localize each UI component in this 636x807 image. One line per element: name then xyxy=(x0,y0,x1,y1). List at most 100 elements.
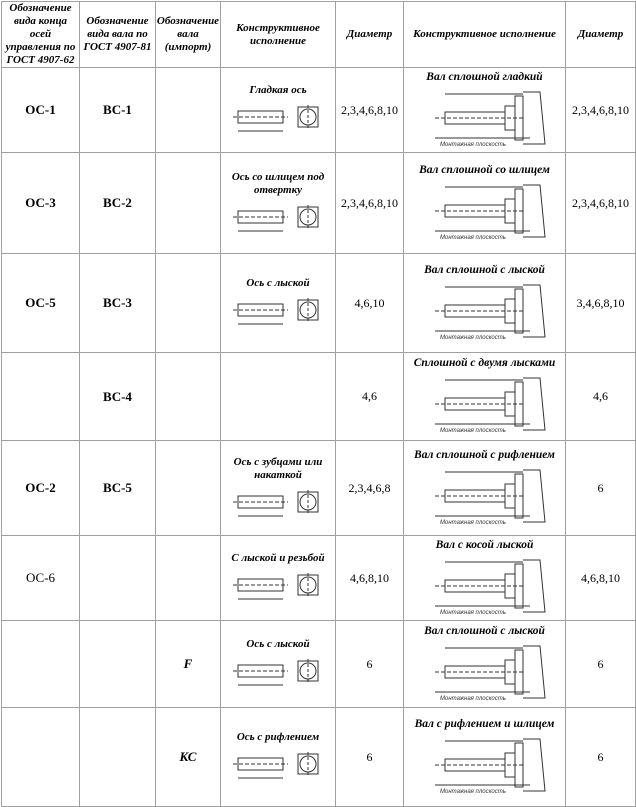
axis-design-cell: Ось с лыской xyxy=(220,620,336,708)
gost62-code: ОС-3 xyxy=(1,152,80,254)
mount-plane-label: Монтажная плоскость xyxy=(440,610,506,616)
gost81-code: ВС-2 xyxy=(79,152,156,254)
mount-plane-label: Монтажная плоскость xyxy=(440,520,506,526)
gost81-code: ВС-5 xyxy=(79,440,156,536)
shaft-design-caption: Вал сплошной с рифлением xyxy=(414,448,555,461)
import-code xyxy=(155,352,221,441)
header-diameter-2: Диаметр xyxy=(565,1,636,68)
shaft-diameter: 4,6 xyxy=(565,352,636,441)
axis-design-cell: Ось со шлицем под отвертку xyxy=(220,152,336,254)
axis-diameter: 4,6,10 xyxy=(335,253,404,353)
gost62-code: ОС-2 xyxy=(1,440,80,536)
axis-diameter: 6 xyxy=(335,707,404,807)
table-row: КС Ось с рифлением 6 Вал с рифлением и ш… xyxy=(1,707,636,807)
gost62-code: ОС-1 xyxy=(1,67,80,153)
axis-design-caption: Ось со шлицем под отвертку xyxy=(231,170,325,196)
shaft-drawing: Монтажная плоскость xyxy=(434,284,546,341)
import-code: КС xyxy=(155,707,221,807)
shaft-design-caption: Вал сплошной гладкий xyxy=(426,70,543,83)
gost62-code xyxy=(1,707,80,807)
shaft-diameter: 6 xyxy=(565,620,636,708)
import-code xyxy=(155,253,221,353)
import-code xyxy=(155,67,221,153)
mount-plane-label: Монтажная плоскость xyxy=(440,789,506,795)
header-axis-design: Конструктивное исполнение xyxy=(220,1,336,68)
shaft-drawing: Монтажная плоскость xyxy=(434,738,546,795)
gost81-code xyxy=(79,535,156,621)
axis-drawing xyxy=(233,105,319,132)
mount-plane-label: Монтажная плоскость xyxy=(440,142,506,148)
axis-drawing xyxy=(233,573,319,600)
axis-design-caption: Ось с зубцами или накаткой xyxy=(233,455,323,481)
axis-design-cell: С лыской и резьбой xyxy=(220,535,336,621)
axis-design-cell: Ось с лыской xyxy=(220,253,336,353)
header-gost-81: Обозначение вида вала по ГОСТ 4907-81 xyxy=(79,1,156,68)
import-code xyxy=(155,152,221,254)
axis-diameter: 2,3,4,6,8,10 xyxy=(335,67,404,153)
shaft-drawing: Монтажная плоскость xyxy=(434,91,546,148)
axis-diameter: 2,3,4,6,8,10 xyxy=(335,152,404,254)
shaft-design-caption: Вал сплошной со шлицем xyxy=(419,163,550,176)
axis-drawing xyxy=(233,298,319,325)
axis-drawing xyxy=(233,752,319,779)
shaft-design-caption: Вал с рифлением и шлицем xyxy=(414,717,555,730)
axis-drawing xyxy=(233,489,319,516)
axis-design-cell: Ось с зубцами или накаткой xyxy=(220,440,336,536)
table-row: ОС-5 ВС-3 Ось с лыской 4,6,10 Вал сплошн… xyxy=(1,253,636,353)
shaft-diameter: 4,6,8,10 xyxy=(565,535,636,621)
import-code: F xyxy=(155,620,221,708)
shaft-drawing: Монтажная плоскость xyxy=(434,184,546,241)
shaft-design-caption: Вал сплошной с лыской xyxy=(424,263,545,276)
gost81-code xyxy=(79,707,156,807)
axis-diameter: 4,6,8,10 xyxy=(335,535,404,621)
mount-plane-label: Монтажная плоскость xyxy=(440,235,506,241)
gost81-code: ВС-4 xyxy=(79,352,156,441)
import-code xyxy=(155,440,221,536)
table-row: ОС-3 ВС-2 Ось со шлицем под отвертку 2,3… xyxy=(1,152,636,254)
mount-plane-label: Монтажная плоскость xyxy=(440,335,506,341)
axis-diameter: 2,3,4,6,8 xyxy=(335,440,404,536)
header-row: Обозначение вида конца осей управления п… xyxy=(1,1,636,68)
axis-diameter: 4,6 xyxy=(335,352,404,441)
shaft-design-caption: Сплошной с двумя лысками xyxy=(413,357,556,369)
axis-drawing xyxy=(233,659,319,686)
shaft-design-caption: Вал с косой лыской xyxy=(435,538,534,551)
gost62-code: ОС-6 xyxy=(1,535,80,621)
gost62-code xyxy=(1,620,80,708)
shaft-design-caption: Вал сплошной с лыской xyxy=(424,624,545,637)
axis-design-cell xyxy=(220,352,336,441)
gost62-code xyxy=(1,352,80,441)
header-import: Обозначение вала (импорт) xyxy=(155,1,221,68)
gost81-code xyxy=(79,620,156,708)
shaft-diameter: 3,4,6,8,10 xyxy=(565,253,636,353)
header-gost-62: Обозначение вида конца осей управления п… xyxy=(1,1,80,68)
axis-design-caption: С лыской и резьбой xyxy=(231,552,325,564)
axis-design-caption: Ось с рифлением xyxy=(236,731,320,743)
shaft-diameter: 2,3,4,6,8,10 xyxy=(565,67,636,153)
table-row: ОС-2 ВС-5 Ось с зубцами или накаткой 2,3… xyxy=(1,440,636,536)
mount-plane-label: Монтажная плоскость xyxy=(440,696,506,702)
axis-design-cell: Гладкая ось xyxy=(220,67,336,153)
shaft-diameter: 2,3,4,6,8,10 xyxy=(565,152,636,254)
header-diameter-1: Диаметр xyxy=(335,1,404,68)
shaft-diameter: 6 xyxy=(565,707,636,807)
gost62-code: ОС-5 xyxy=(1,253,80,353)
axis-drawing xyxy=(233,204,319,231)
table-row: ОС-6 С лыской и резьбой 4,6,8,10 Вал с к… xyxy=(1,535,636,621)
shaft-drawing: Монтажная плоскость xyxy=(434,469,546,526)
axis-design-caption: Ось с лыской xyxy=(246,277,310,289)
axis-diameter: 6 xyxy=(335,620,404,708)
mount-plane-label: Монтажная плоскость xyxy=(440,428,506,434)
table-row: ОС-1 ВС-1 Гладкая ось 2,3,4,6,8,10 Вал с… xyxy=(1,67,636,153)
axis-design-caption: Ось с лыской xyxy=(246,638,310,650)
shaft-diameter: 6 xyxy=(565,440,636,536)
